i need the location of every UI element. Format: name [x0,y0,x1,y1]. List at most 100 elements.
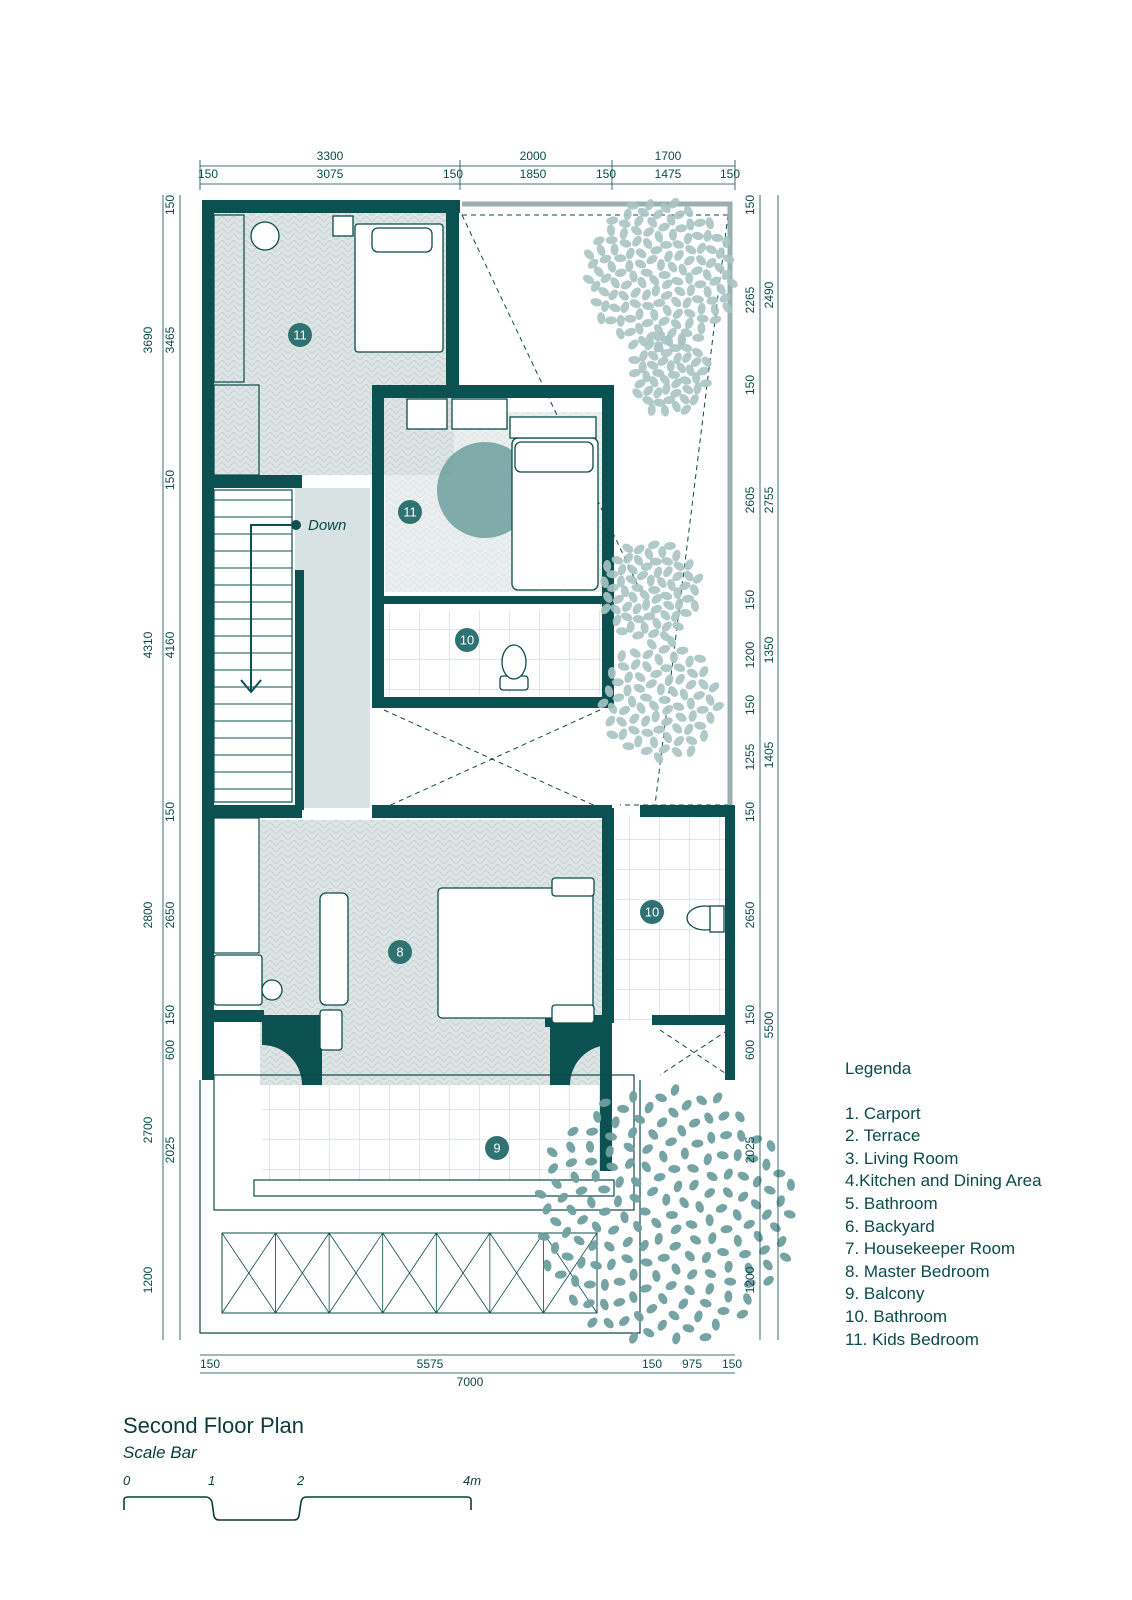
dimension-label: 150 [163,470,177,490]
room-number-badge [398,500,422,524]
legend-item: 1. Carport [845,1103,921,1123]
dimension-lines [162,160,779,1374]
dimension-label: 2025 [163,1136,177,1163]
legend-item: 9. Balcony [845,1284,925,1304]
legend-item: 11. Kids Bedroom [845,1329,979,1349]
room-number-badge [640,900,664,924]
plan-title: Second Floor Plan [123,1413,304,1438]
dimension-label: 600 [163,1040,177,1060]
legend-item: 5. Bathroom [845,1193,938,1213]
dimension-label: 150 [443,167,463,181]
room-number: 8 [396,945,403,960]
dimension-label: 2000 [520,149,547,163]
dimension-label: 150 [642,1357,662,1371]
scale-tick-0: 0 [123,1473,131,1488]
dimension-label: 1700 [655,149,682,163]
dimension-label: 150 [163,195,177,215]
dimension-label: 5575 [417,1357,444,1371]
title-block: Second Floor Plan Scale Bar [123,1413,304,1463]
dimension-label: 600 [743,1040,757,1060]
dimension-label: 2700 [141,1116,155,1143]
dimension-label: 3690 [141,326,155,353]
carport-roof-cells [221,1232,598,1314]
balcony-rails [199,1074,641,1334]
stair-steps [214,499,292,790]
dimension-labels: 3300 2000 1700 150 3075 150 1850 150 1475 150 3690… [141,149,776,1389]
legend-item: 2. Terrace [845,1126,921,1146]
dimension-label: 150 [720,167,740,181]
room-number-badge [455,628,479,652]
room-number: 10 [645,905,659,920]
dimension-label: 1200 [141,1266,155,1293]
furniture [213,215,725,1051]
scale-bar-label: Scale Bar [123,1443,197,1462]
wardrobes [213,214,260,954]
dimension-label: 3075 [317,167,344,181]
legend-item: 3. Living Room [845,1148,959,1168]
dimension-label: 150 [743,802,757,822]
stair-direction-label: Down [308,517,346,534]
dimension-label: 150 [596,167,616,181]
dimension-label: 1850 [520,167,547,181]
room-number: 10 [460,633,474,648]
dimension-label: 975 [682,1357,702,1371]
dimension-label: 150 [743,695,757,715]
dimension-label: 2265 [743,286,757,313]
dimension-label: 7000 [457,1375,484,1389]
dimension-label: 150 [200,1357,220,1371]
legend-item: 8. Master Bedroom [845,1261,990,1281]
dimension-label: 3465 [163,326,177,353]
dimension-label: 2490 [762,281,776,308]
dimension-label: 3300 [317,149,344,163]
dimension-label: 2605 [743,486,757,513]
round-rug [437,442,533,538]
dimension-label: 2025 [743,1136,757,1163]
dimension-label: 1200 [743,1266,757,1293]
room-number: 9 [493,1141,500,1156]
dimension-label: 150 [743,1005,757,1025]
light-walls [462,201,733,805]
room-number: 11 [293,328,307,343]
legend-item: 6. Backyard [845,1216,935,1236]
stair-arrow [240,520,301,694]
balcony-piers [262,1025,610,1085]
dimension-label: 1475 [655,167,682,181]
scale-tick-1: 1 [208,1473,216,1488]
dimension-label: 1405 [762,741,776,768]
dimension-label: 150 [163,1005,177,1025]
room-number-badge [485,1136,509,1160]
room-number-labels: 11 11 10 8 10 9 [288,323,664,1160]
legend-item: 10. Bathroom [845,1306,948,1326]
staircase [213,489,293,803]
dimension-label: 2650 [163,901,177,928]
dimension-label: 5500 [762,1011,776,1038]
dimension-label: 1350 [762,636,776,663]
dimension-label: 150 [743,375,757,395]
room-number: 11 [403,505,417,520]
dimension-label: 150 [198,167,218,181]
dimension-label: 2755 [762,486,776,513]
scale-tick-4m: 4m [463,1473,482,1488]
scale-bar [123,1496,472,1521]
dimension-label: 4160 [163,631,177,658]
dimension-label: 1255 [743,743,757,770]
room-number-badge [388,940,412,964]
dimension-label: 2800 [141,901,155,928]
dimension-label: 150 [743,590,757,610]
trees-and-plants [534,197,796,1345]
legend-item: 4.Kitchen and Dining Area [845,1171,1042,1191]
dimension-label: 150 [743,195,757,215]
dimension-label: 150 [163,802,177,822]
dimension-label: 4310 [141,631,155,658]
dimension-label: 150 [722,1357,742,1371]
legend-item: 7. Housekeeper Room [845,1239,1016,1259]
walls [202,200,735,1171]
legend-heading: Legenda [845,1059,912,1078]
dimension-label: 2650 [743,901,757,928]
room-number-badge [288,323,312,347]
scale-tick-2: 2 [297,1473,305,1488]
dimension-label: 1200 [743,641,757,668]
